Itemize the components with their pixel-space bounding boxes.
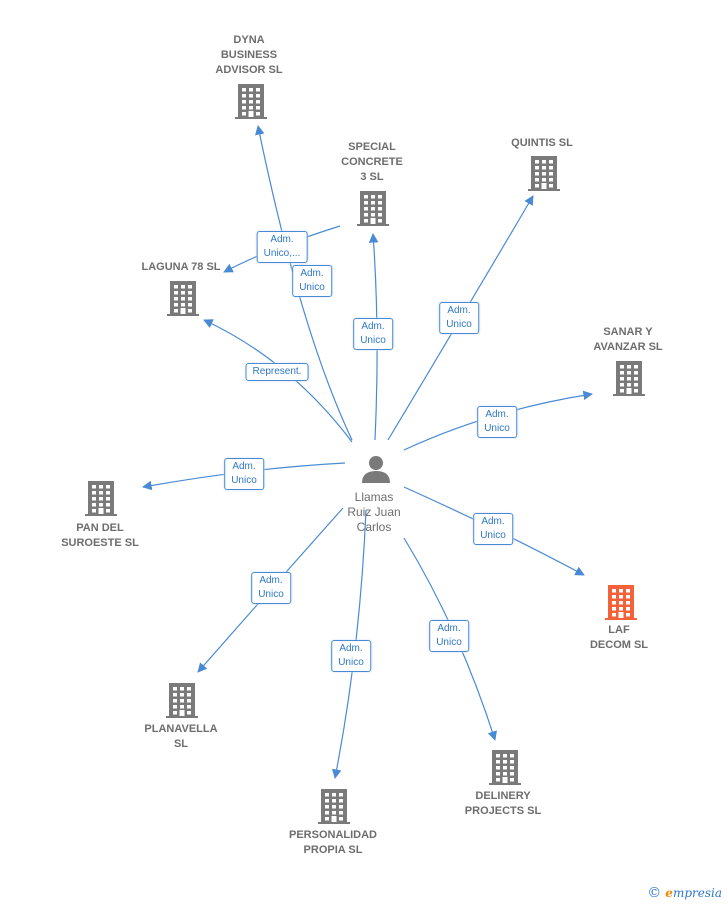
- brand-initial: e: [665, 886, 673, 900]
- building-icon-quintis[interactable]: [528, 156, 560, 191]
- building-icon-pan[interactable]: [85, 481, 117, 516]
- building-icon-dyna[interactable]: [235, 84, 267, 119]
- edge-label-special[interactable]: Adm. Unico: [353, 318, 393, 350]
- icons-layer: [85, 84, 645, 824]
- building-icon-personalidad[interactable]: [318, 789, 350, 824]
- building-icon-sanar[interactable]: [613, 361, 645, 396]
- edge-to-dyna: [255, 125, 353, 441]
- node-label-dyna[interactable]: DYNA BUSINESS ADVISOR SL: [215, 34, 283, 76]
- edge-to-laguna: [203, 319, 353, 443]
- edge-label-delinery[interactable]: Adm. Unico: [429, 620, 469, 652]
- brand-name: mpresia: [672, 886, 722, 900]
- node-label-pan[interactable]: PAN DEL SUROESTE SL: [61, 522, 139, 549]
- edge-label-quintis[interactable]: Adm. Unico: [439, 302, 479, 334]
- empresia-watermark: ©empresia: [647, 885, 722, 901]
- building-icon-laguna[interactable]: [167, 281, 199, 316]
- node-label-special[interactable]: SPECIAL CONCRETE 3 SL: [341, 141, 403, 183]
- building-icon-laf[interactable]: [605, 585, 637, 620]
- node-label-laguna[interactable]: LAGUNA 78 SL: [141, 261, 221, 273]
- edge-label-laguna[interactable]: Represent.: [245, 363, 309, 381]
- copyright-symbol: ©: [647, 885, 662, 901]
- node-label-quintis[interactable]: QUINTIS SL: [511, 137, 573, 149]
- building-icon-delinery[interactable]: [489, 750, 521, 785]
- edge-label-planavella[interactable]: Adm. Unico: [251, 572, 291, 604]
- center-person-label[interactable]: Llamas Ruiz Juan Carlos: [347, 490, 401, 534]
- person-icon[interactable]: [362, 456, 390, 483]
- edge-label-personalidad[interactable]: Adm. Unico: [331, 640, 371, 672]
- edge-label-dyna[interactable]: Adm. Unico,...: [256, 231, 308, 263]
- building-icon-planavella[interactable]: [166, 683, 198, 718]
- edge-label-sanar[interactable]: Adm. Unico: [477, 406, 517, 438]
- node-label-personalidad[interactable]: PERSONALIDAD PROPIA SL: [288, 829, 378, 856]
- node-label-laf[interactable]: LAF DECOM SL: [589, 624, 649, 651]
- edge-label-laf[interactable]: Adm. Unico: [473, 513, 513, 545]
- building-icon-special[interactable]: [357, 191, 389, 226]
- node-label-planavella[interactable]: PLANAVELLA SL: [144, 723, 218, 750]
- edge-label-pan[interactable]: Adm. Unico: [224, 458, 264, 490]
- node-label-delinery[interactable]: DELINERY PROJECTS SL: [464, 790, 542, 817]
- node-label-sanar[interactable]: SANAR Y AVANZAR SL: [593, 326, 663, 353]
- edge-label-laguna[interactable]: Adm. Unico: [292, 265, 332, 297]
